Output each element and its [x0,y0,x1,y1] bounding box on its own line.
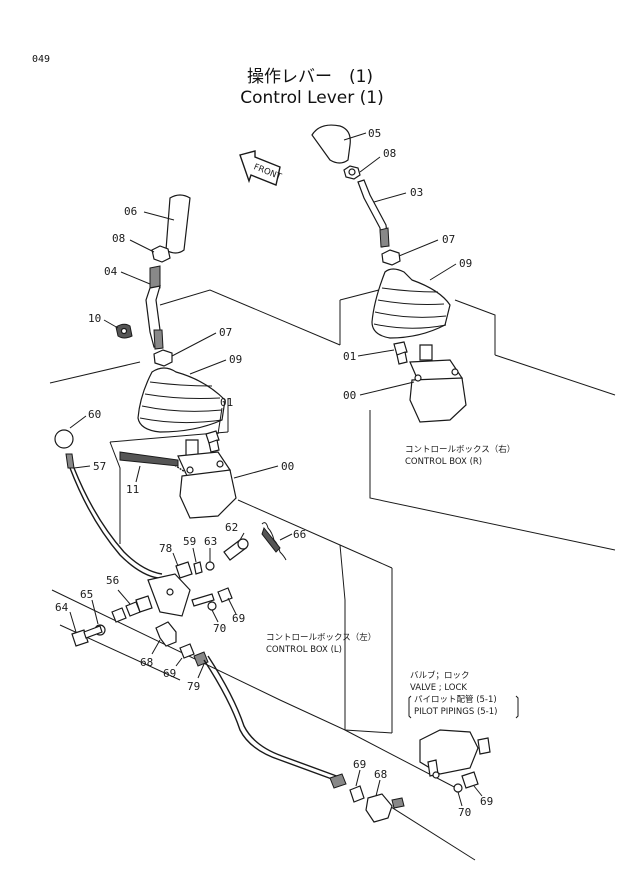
right-knob [311,124,351,164]
left-knob [165,194,191,254]
callout-05: 05 [368,127,381,140]
title-english: Control Lever (1) [240,88,383,108]
callout-79: 79 [187,680,200,693]
right-callouts: 05 08 03 07 09 01 00 [343,127,472,402]
valve-lock-jp: バルブ；ロック [410,670,470,681]
callout-08-left: 08 [112,232,125,245]
callout-07-left: 07 [219,326,232,339]
front-label: FRONT [252,162,283,182]
valve-lock-en: VALVE ; LOCK [410,683,467,693]
page-number: 049 [32,54,50,65]
callout-69-a: 69 [232,612,245,625]
lower-fittings [349,785,405,823]
left-lever [145,265,164,350]
callout-00-left: 00 [281,460,294,473]
right-rubber-boot [371,268,451,339]
elbow-fitting-left [155,621,177,647]
callout-62: 62 [225,521,238,534]
lock-lever-rod [65,453,163,579]
lock-valve [419,729,491,793]
callout-03: 03 [410,186,423,199]
callout-60: 60 [88,408,101,421]
pilot-pipings-en: PILOT PIPINGS (5-1) [414,707,497,717]
left-lever-nut [153,349,173,367]
callout-64: 64 [55,601,69,614]
callout-70-b: 70 [458,806,471,819]
right-nut [343,165,361,180]
callout-57: 57 [93,460,106,473]
front-arrow-icon: FRONT [239,150,283,186]
callout-70-a: 70 [213,622,226,635]
right-bolt [393,341,408,365]
nut-and-washer-upper [191,587,233,611]
control-box-l-jp: コントロールボックス（左） [266,632,376,643]
pin [223,538,249,561]
right-lever-nut [381,249,401,266]
callout-59: 59 [183,535,196,548]
lower-callouts: 60 57 62 59 63 78 66 56 65 64 69 70 68 6… [55,408,493,819]
callout-01-left: 01 [220,396,233,409]
spacer-and-clip [175,561,215,579]
callout-68-b: 68 [374,768,387,781]
left-rubber-boot [137,367,226,433]
spring [261,522,287,561]
callout-10: 10 [88,312,101,325]
callout-69-d: 69 [480,795,493,808]
bushings [111,595,153,623]
callout-06: 06 [124,205,137,218]
callout-68-a: 68 [140,656,153,669]
left-nut [151,245,171,263]
control-box-left-outline [49,289,476,861]
left-washer [115,323,133,339]
control-box-r-jp: コントロールボックス（右） [405,444,515,455]
callout-09-right: 09 [459,257,472,270]
right-lever [357,179,390,248]
left-callouts: 06 08 04 10 07 09 01 11 00 [88,205,294,496]
callout-69-c: 69 [353,758,366,771]
left-bolt-washer [71,624,106,647]
callout-07-right: 07 [442,233,455,246]
title-japanese: 操作レバー (1) [247,67,373,87]
left-pilot-valve [177,439,237,519]
callout-11: 11 [126,483,139,496]
pipings-bracket-left [408,695,412,719]
pipings-bracket-right [515,695,519,719]
callout-63: 63 [204,535,217,548]
control-box-l-en: CONTROL BOX (L) [266,645,342,655]
callout-01-right: 01 [343,350,356,363]
callout-00-right: 00 [343,389,356,402]
right-pilot-valve [409,344,467,423]
nut-left [179,643,195,659]
callout-78: 78 [159,542,172,555]
lock-lever-bracket [147,573,191,617]
callout-66: 66 [293,528,306,541]
left-bolt [205,430,220,453]
callout-69-b: 69 [163,667,176,680]
callout-09-left: 09 [229,353,242,366]
pilot-pipings-jp: パイロット配管 (5-1) [414,694,497,705]
callout-04: 04 [104,265,118,278]
control-box-r-en: CONTROL BOX (R) [405,457,482,467]
callout-65: 65 [80,588,93,601]
pilot-hose [193,651,347,789]
lock-lever-knob [54,429,74,449]
callout-08-right: 08 [383,147,396,160]
callout-56: 56 [106,574,119,587]
left-wire-harness [119,451,186,473]
